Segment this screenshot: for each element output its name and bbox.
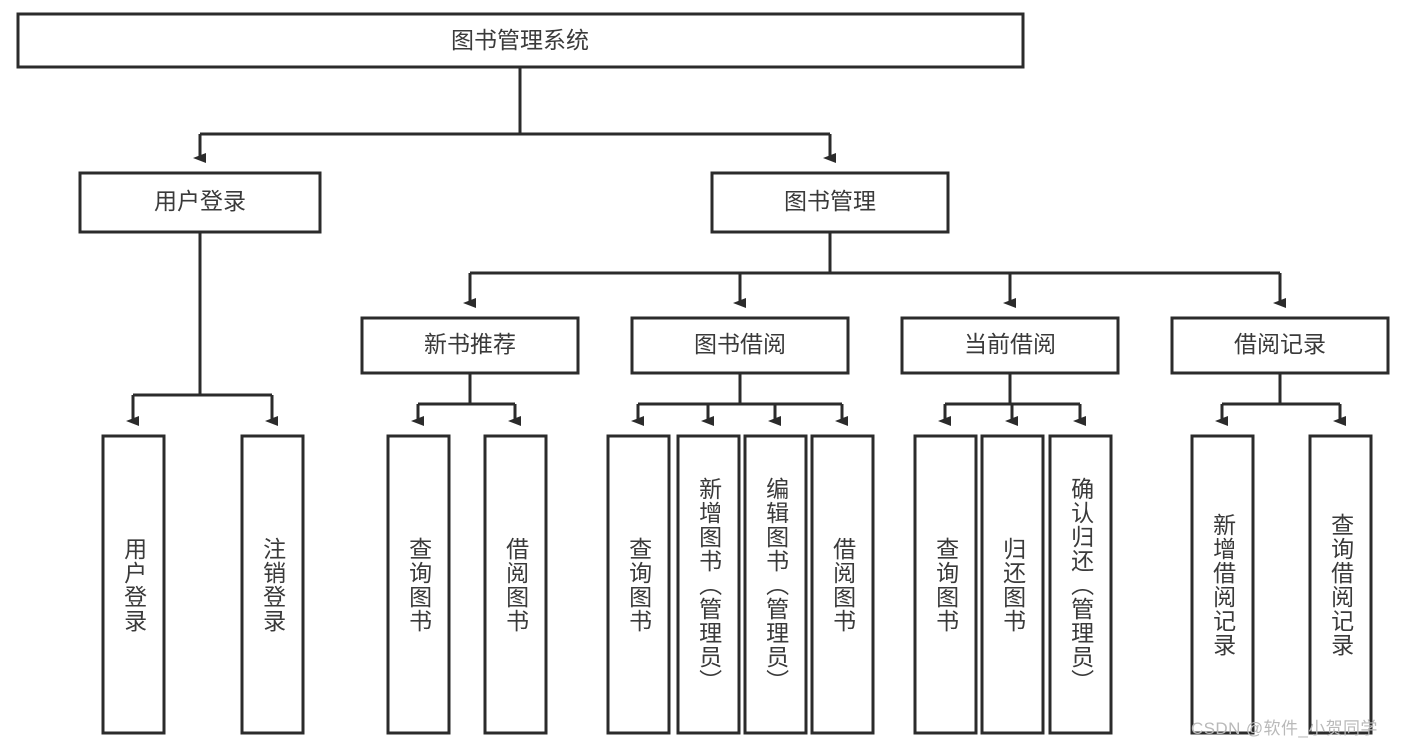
node-root-label: 图书管理系统 — [451, 27, 589, 53]
connector-group-book-management — [463, 232, 1286, 308]
node-leaf-confirm-return-box[interactable] — [1048, 434, 1113, 735]
node-current-borrow-label: 当前借阅 — [964, 331, 1056, 357]
connector-group-book-borrow — [631, 373, 848, 426]
node-root[interactable]: 图书管理系统 — [16, 12, 1025, 69]
node-leaf-user-login-box[interactable] — [101, 434, 166, 735]
node-book-management[interactable]: 图书管理 — [710, 171, 950, 234]
node-leaf-add-book-box[interactable] — [676, 434, 741, 735]
node-leaf-query-book-3-box[interactable] — [913, 434, 978, 735]
node-leaf-return-book-box[interactable] — [980, 434, 1045, 735]
node-current-borrow-box[interactable] — [900, 316, 1120, 375]
connector-group-borrow-record — [1215, 373, 1346, 426]
watermark-text: CSDN @软件_小贺同学 — [1191, 719, 1378, 738]
node-leaf-user-logout-box[interactable] — [240, 434, 305, 735]
node-book-borrow-label: 图书借阅 — [694, 331, 786, 357]
node-borrow-record-label: 借阅记录 — [1234, 331, 1326, 357]
connector-group-current-borrow — [938, 373, 1086, 426]
node-user-login-box[interactable] — [78, 171, 322, 234]
node-user-login-label: 用户登录 — [154, 188, 246, 214]
node-user-login[interactable]: 用户登录 — [78, 171, 322, 234]
node-new-book-recommend-label: 新书推荐 — [424, 331, 516, 357]
connector-group-user-login — [126, 232, 278, 426]
node-book-management-label: 图书管理 — [784, 188, 876, 214]
node-leaf-borrow-book-2-box[interactable] — [810, 434, 875, 735]
node-new-book-recommend[interactable]: 新书推荐 — [360, 316, 580, 375]
node-borrow-record[interactable]: 借阅记录 — [1170, 316, 1390, 375]
node-book-management-box[interactable] — [710, 171, 950, 234]
node-current-borrow[interactable]: 当前借阅 — [900, 316, 1120, 375]
node-leaf-query-record-box[interactable] — [1308, 434, 1373, 735]
leaf-node-boxes — [101, 434, 1373, 735]
node-book-borrow-box[interactable] — [630, 316, 850, 375]
node-leaf-query-book-2-box[interactable] — [606, 434, 671, 735]
node-borrow-record-box[interactable] — [1170, 316, 1390, 375]
node-leaf-add-record-box[interactable] — [1190, 434, 1255, 735]
node-leaf-borrow-book-1-box[interactable] — [483, 434, 548, 735]
connector-group-new-book-recommend — [411, 373, 521, 426]
node-root-box[interactable] — [16, 12, 1025, 69]
node-book-borrow[interactable]: 图书借阅 — [630, 316, 850, 375]
connector-group-root — [193, 67, 836, 163]
node-new-book-recommend-box[interactable] — [360, 316, 580, 375]
node-leaf-edit-book-box[interactable] — [743, 434, 808, 735]
node-leaf-query-book-1-box[interactable] — [386, 434, 451, 735]
